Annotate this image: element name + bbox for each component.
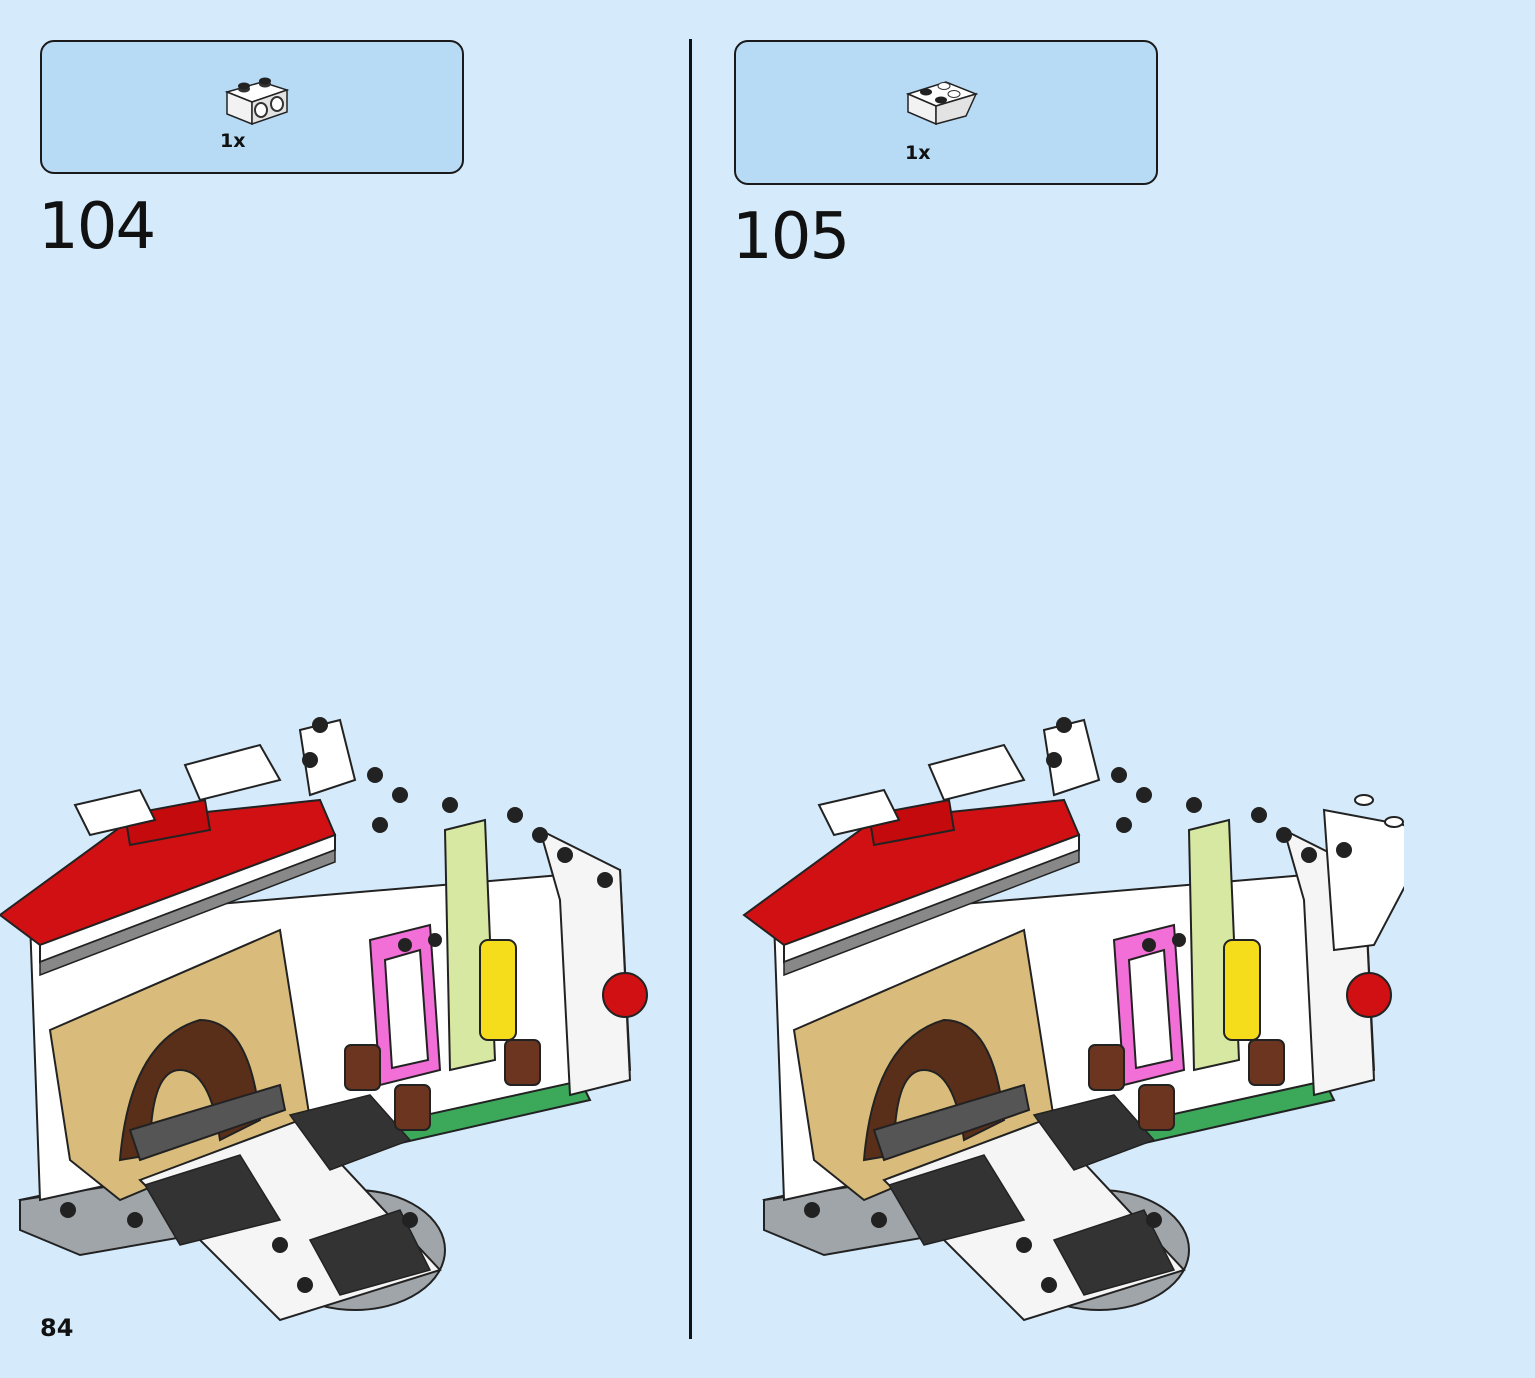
part-quantity: 1x (220, 130, 246, 152)
inverted-slope-icon (905, 81, 979, 126)
lego-brick-icon (224, 77, 290, 126)
page-number: 84 (40, 1314, 74, 1342)
parts-callout: 1x (734, 40, 1158, 185)
parts-callout: 1x (40, 40, 464, 174)
model-illustration (742, 717, 1404, 1322)
part-quantity: 1x (905, 142, 931, 164)
model-illustration (0, 717, 648, 1322)
step-104: 1x 104 (0, 0, 690, 1378)
step-number: 105 (732, 200, 850, 274)
page-divider (689, 39, 692, 1339)
step-number: 104 (38, 190, 156, 264)
step-105: 1x 105 (694, 0, 1404, 1378)
